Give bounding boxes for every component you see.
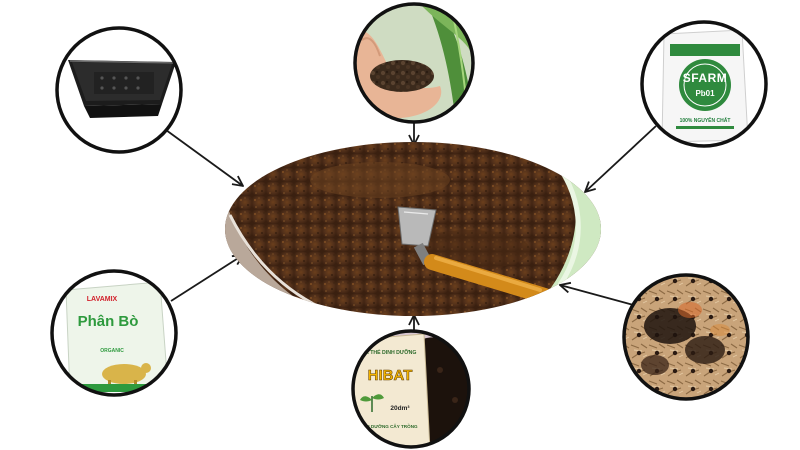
gia-the-foot-text: DINH DƯỠNG CÂY TRỒNG xyxy=(358,423,418,429)
sfarm-brand-text: SFARM xyxy=(683,71,728,85)
node-soil-mix-center xyxy=(225,142,601,316)
gia-the-head-text: GIÁ THỂ DINH DƯỠNG xyxy=(360,349,417,356)
node-ring xyxy=(622,273,750,401)
node-seed-tray xyxy=(55,26,183,154)
node-ring xyxy=(50,269,178,397)
node-pellets-in-hand xyxy=(353,2,475,124)
edge-seed-tray xyxy=(165,129,243,186)
edges xyxy=(165,122,657,334)
edge-burnt-rice-husk xyxy=(560,285,638,307)
gia-the-brand-text: HIBAT xyxy=(368,367,413,384)
sfarm-code-text: Pb01 xyxy=(695,89,715,98)
node-burnt-rice-husk xyxy=(622,273,750,401)
lavamix-organic-text: ORGANIC xyxy=(100,348,124,354)
node-ring xyxy=(640,20,768,148)
lavamix-main-text: Phân Bò xyxy=(78,313,139,330)
node-sfarm-bag: SFARM Pb01 100% NGUYÊN CHẤT xyxy=(640,20,768,148)
node-gia-the-bag: GIÁ THỂ DINH DƯỠNG HIBAT 20dm³ DINH DƯỠN… xyxy=(351,329,471,449)
edge-sfarm-bag xyxy=(585,125,657,192)
node-ring xyxy=(55,26,183,154)
sfarm-note-text: 100% NGUYÊN CHẤT xyxy=(680,116,731,124)
node-ring xyxy=(353,2,475,124)
edge-lavamix-bag xyxy=(170,255,243,302)
lavamix-brand-text: LAVAMIX xyxy=(87,296,118,303)
node-ring xyxy=(351,329,471,449)
gia-the-volume-text: 20dm³ xyxy=(390,405,410,412)
node-lavamix-bag: LAVAMIX Phân Bò ORGANIC xyxy=(50,269,178,397)
